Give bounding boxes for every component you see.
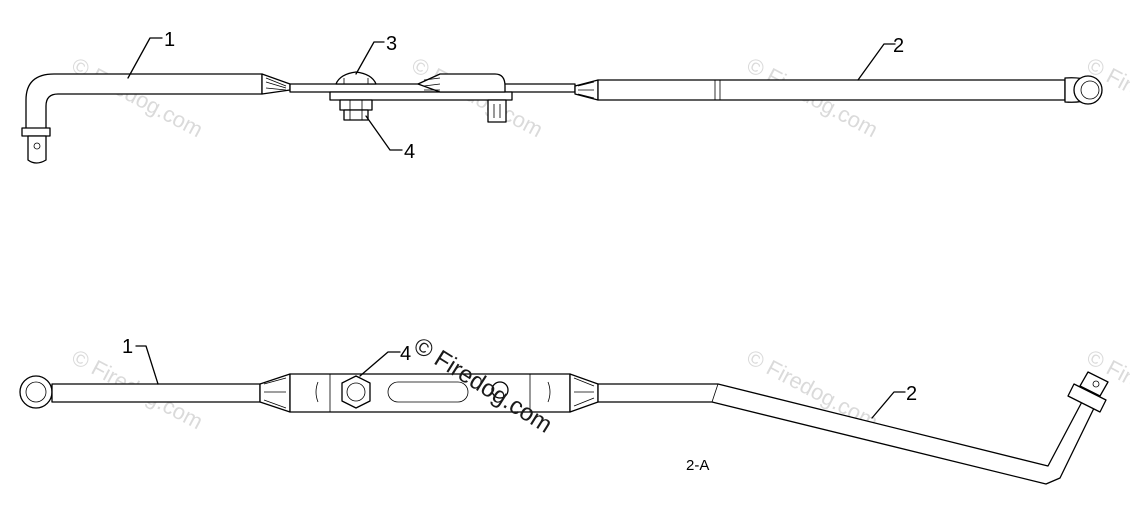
top-rod-part-1 — [21, 73, 291, 164]
bottom-view: 1 4 2 — [19, 336, 1109, 485]
top-rod-part-2 — [574, 75, 1103, 105]
watermarks: © Firedog.com © Firedog.com © Firedog.co… — [68, 52, 1130, 434]
watermark-top-left: © Firedog.com — [68, 52, 207, 142]
bottom-callout-1: 1 — [122, 336, 133, 358]
bottom-callout-2: 2 — [906, 383, 917, 405]
top-center-plate — [289, 73, 576, 123]
top-view: 1 2 3 4 — [21, 29, 1103, 164]
figure-label: 2-A — [686, 457, 709, 474]
top-bolt-part-3 — [335, 71, 377, 85]
top-callout-4: 4 — [404, 141, 415, 163]
top-nut-part-4 — [339, 99, 373, 121]
bottom-center-body — [289, 373, 599, 413]
bottom-rod-part-2 — [597, 371, 1109, 485]
bottom-nut-part-4 — [341, 375, 371, 409]
top-callout-3: 3 — [386, 33, 397, 55]
top-callout-2: 2 — [893, 35, 904, 57]
top-callout-1: 1 — [164, 29, 175, 51]
bottom-leaders — [135, 345, 906, 419]
bottom-rod-part-1 — [19, 373, 291, 413]
bottom-callout-4: 4 — [400, 343, 411, 365]
top-leaders — [127, 37, 896, 151]
